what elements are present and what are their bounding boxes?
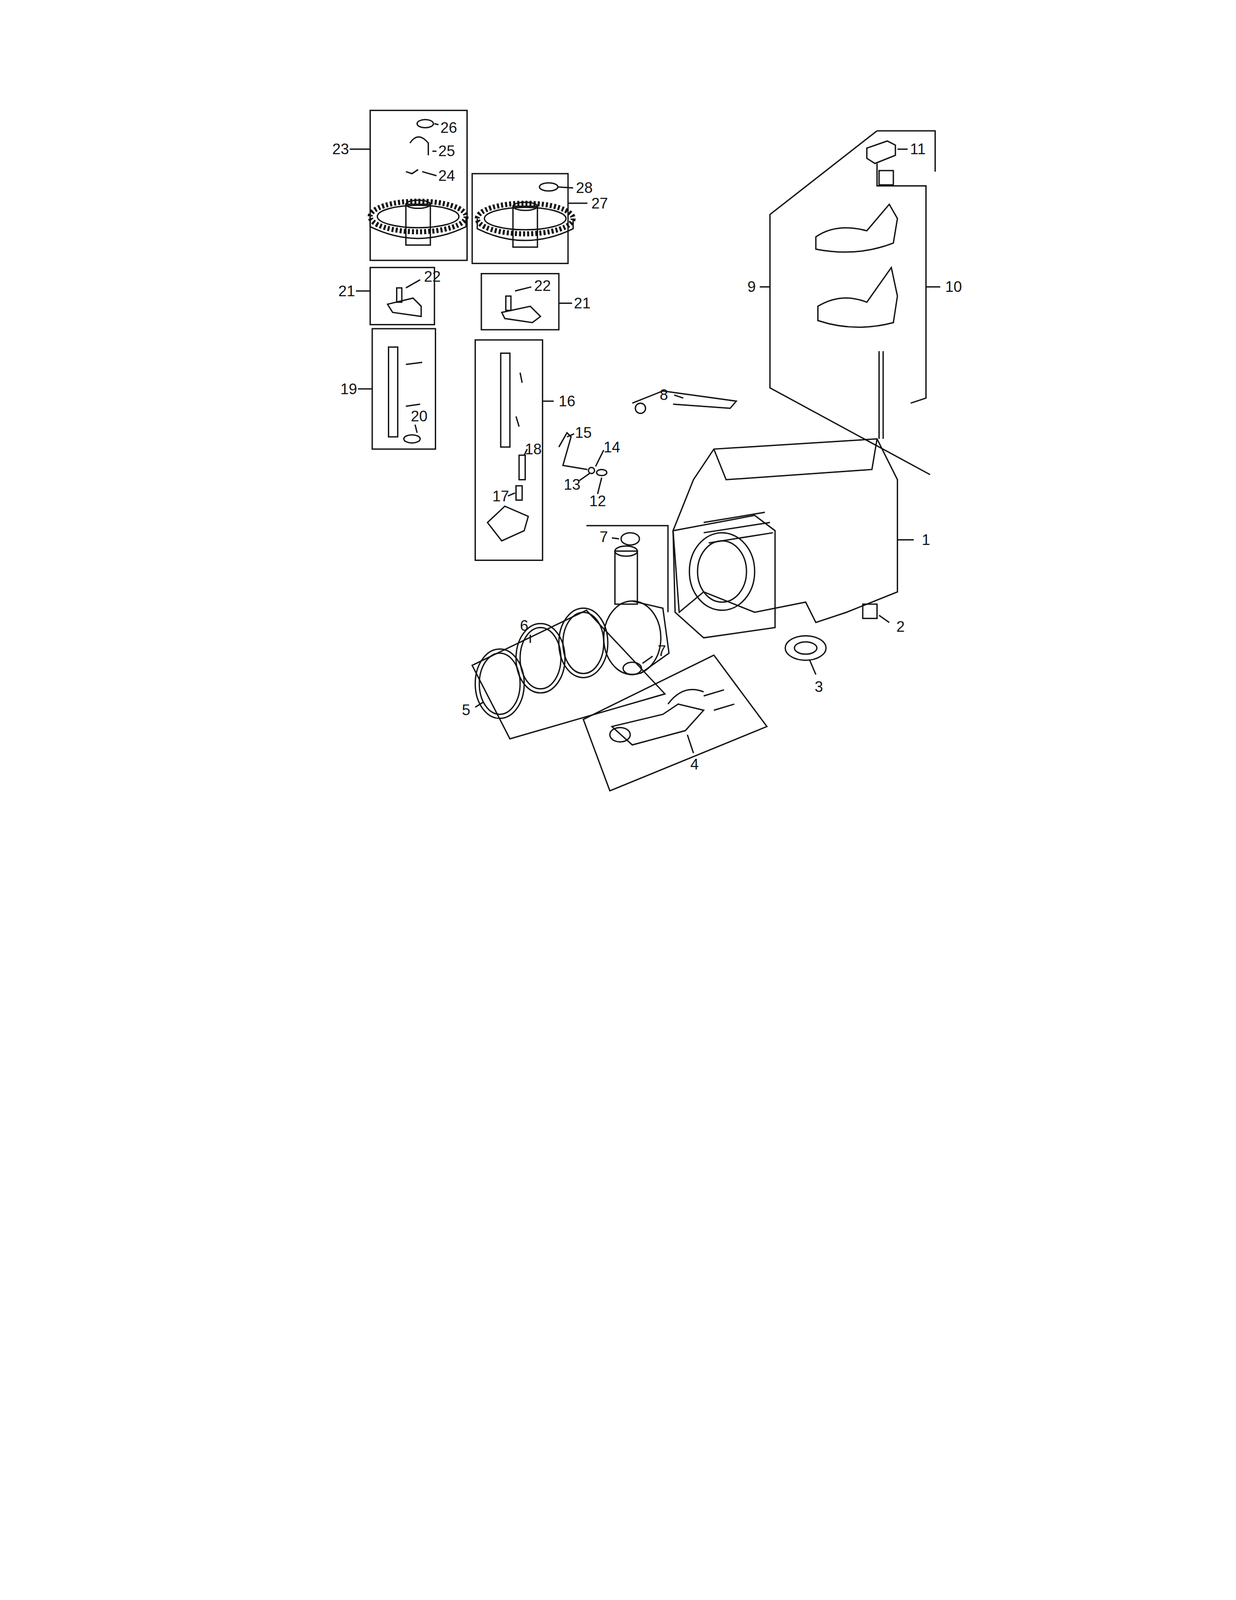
group-brackets — [349, 110, 941, 791]
callout-number: 12 — [589, 493, 606, 509]
callout-number: 7 — [599, 528, 608, 544]
callout-number: 7 — [657, 643, 666, 659]
callout-number: 16 — [558, 393, 576, 409]
callout-number: 9 — [747, 279, 756, 295]
callout-number: 13 — [563, 476, 581, 492]
callout-number: 8 — [659, 387, 668, 403]
callout-number: 5 — [461, 702, 471, 718]
callout-number: 21 — [573, 295, 591, 311]
connecting-rod — [609, 689, 735, 753]
callout-number: 19 — [340, 380, 357, 397]
callout-number: 3 — [814, 678, 824, 694]
callout-number: 21 — [338, 283, 355, 299]
callout-number: 22 — [534, 278, 551, 294]
callout-number: 10 — [945, 279, 962, 295]
callout-number: 26 — [440, 119, 457, 135]
callout-number: 20 — [410, 408, 428, 424]
callout-number: 24 — [438, 167, 455, 183]
callout-number: 23 — [332, 141, 349, 157]
piston-and-rings — [475, 532, 669, 719]
callout-number: 22 — [424, 269, 441, 285]
callout-number: 11 — [909, 141, 926, 157]
callout-number: 2 — [896, 618, 905, 634]
callout-number: 15 — [574, 425, 592, 441]
gear-assemblies — [370, 119, 574, 248]
callout-number: 4 — [690, 756, 699, 772]
callout-number: 14 — [603, 439, 620, 455]
callout-number: 17 — [492, 488, 509, 504]
callout-number: 6 — [520, 617, 529, 633]
crankcase — [673, 438, 915, 675]
callout-number: 28 — [575, 180, 593, 196]
callout-number: 27 — [591, 195, 608, 211]
callout-number: 18 — [524, 441, 542, 457]
breather-parts — [815, 141, 908, 439]
callout-number: 25 — [438, 143, 455, 159]
callout-number: 1 — [921, 531, 931, 547]
